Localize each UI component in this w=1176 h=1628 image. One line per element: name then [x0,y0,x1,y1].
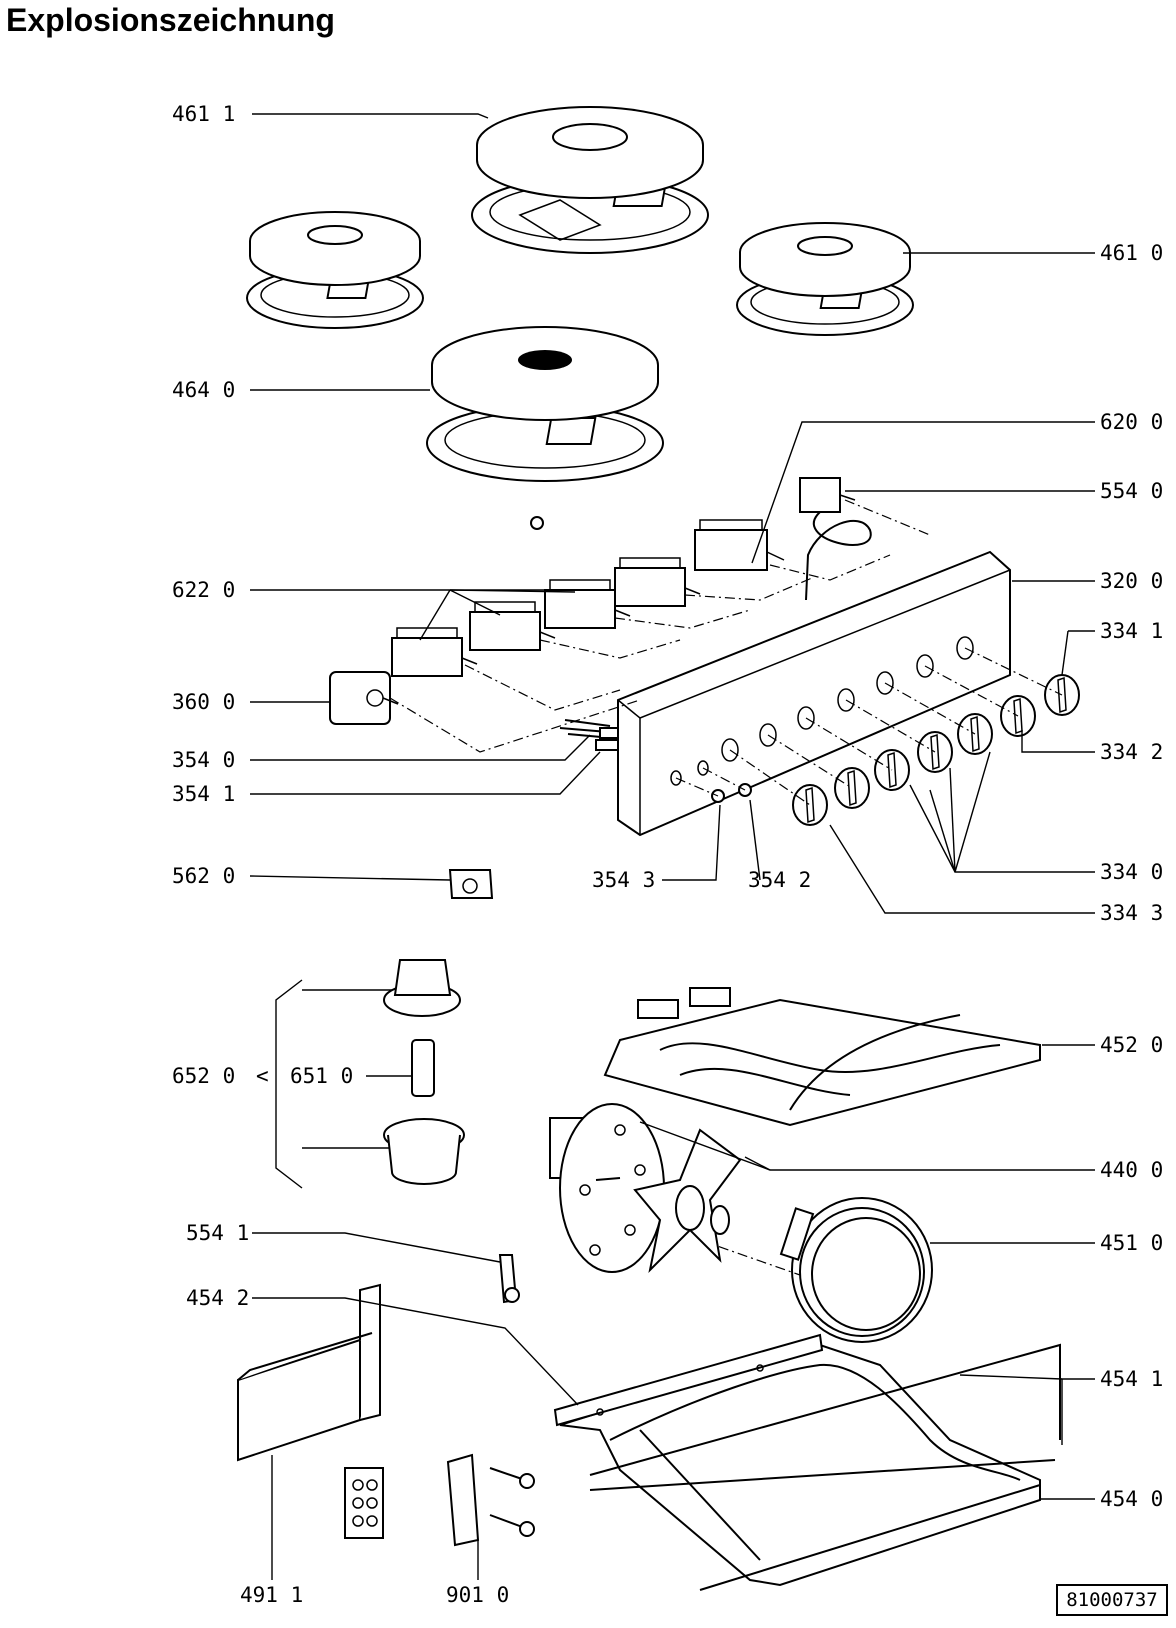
label-354-3: 354 3 [592,868,655,892]
assembly-lines [389,499,1063,1276]
label-454-0: 454 0 [1100,1487,1163,1511]
label-451-0: 451 0 [1100,1231,1163,1255]
label-354-1: 354 1 [172,782,235,806]
label-440-0: 440 0 [1100,1158,1163,1182]
label-652-0: 652 0 [172,1064,235,1088]
part-labels: 461 1 461 0 464 0 620 0 554 0 622 0 320 … [172,102,1163,1607]
oven-light-holder-clip [448,869,494,899]
label-622-0: 622 0 [172,578,235,602]
label-464-0: 464 0 [172,378,235,402]
label-454-1: 454 1 [1100,1367,1163,1391]
hotplate-large-top [471,106,709,254]
hotplate-small-right [736,222,914,336]
terminal-block [344,1467,384,1539]
leader-lines [249,113,1095,1580]
ring-heating-element [779,1197,933,1343]
label-334-0: 334 0 [1100,860,1163,884]
label-454-2: 454 2 [186,1286,249,1310]
label-334-3: 334 3 [1100,901,1163,925]
label-562-0: 562 0 [172,864,235,888]
label-360-0: 360 0 [172,690,235,714]
earth-clip [498,1254,520,1304]
page-title: Explosionszeichnung [6,2,335,38]
label-651-0: 651 0 [290,1064,353,1088]
grill-heating-element [603,987,1041,1127]
label-461-0: 461 0 [1100,241,1163,265]
label-491-1: 491 1 [240,1583,303,1607]
label-334-2: 334 2 [1100,740,1163,764]
signal-lamp-block [329,671,399,725]
label-320-0: 320 0 [1100,569,1163,593]
oven-lamp-assembly [383,959,465,1185]
energy-regulator-switches [391,557,701,677]
bracket-652 [275,979,303,1189]
label-461-1: 461 1 [172,102,235,126]
label-354-0: 354 0 [172,748,235,772]
label-554-1: 554 1 [186,1221,249,1245]
label-620-0: 620 0 [1100,410,1163,434]
label-452-0: 452 0 [1100,1033,1163,1057]
hotplate-small-left [246,211,424,329]
fan-motor-and-blade [549,1103,742,1274]
cable-clamp-with-screws [446,1453,535,1547]
element-mounting-bracket [553,1333,824,1427]
bracket-angle: < [256,1064,269,1088]
label-901-0: 901 0 [446,1583,509,1607]
oven-selector-switch [694,519,785,571]
label-554-0: 554 0 [1100,479,1163,503]
insulation-bracket [237,1283,381,1462]
hotplate-medium-centre [426,326,664,530]
label-354-2: 354 2 [748,868,811,892]
thermostat [799,477,872,601]
bottom-heating-element [559,1343,1061,1591]
drawing-code: 81000737 [1056,1584,1168,1616]
label-334-1: 334 1 [1100,619,1163,643]
